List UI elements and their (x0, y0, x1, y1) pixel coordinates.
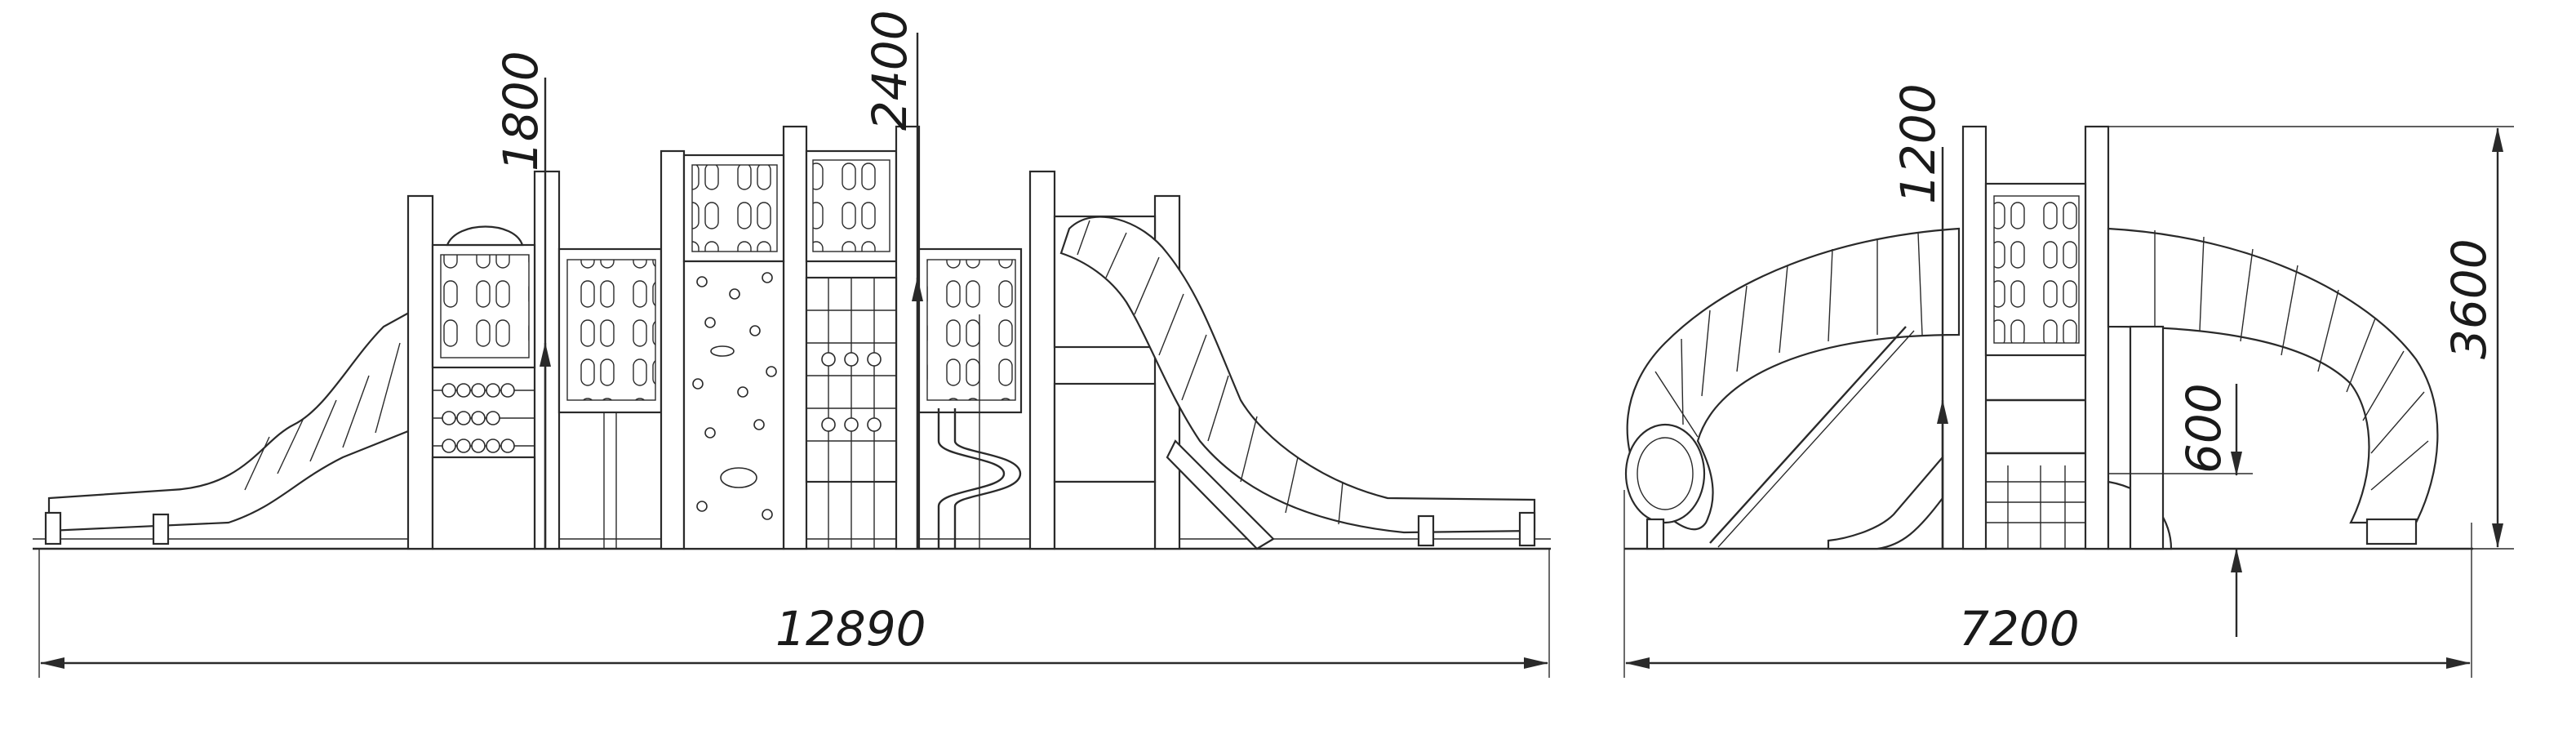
side-left-slide (1624, 227, 1961, 550)
side-ladder (1986, 465, 2085, 549)
bead-rows (433, 383, 535, 453)
front-right-slide (1059, 216, 1536, 550)
dim-side-600: 600 (2176, 383, 2232, 474)
dim-side-1200: 1200 (1890, 83, 1946, 204)
dim-front-12890: 12890 (775, 601, 926, 657)
side-dim-3600-lines (2108, 126, 2514, 550)
dim-front-1800: 1800 (493, 51, 549, 171)
front-width-dim (38, 549, 1550, 678)
front-panel-b (917, 247, 1023, 549)
front-left-slide (44, 307, 426, 545)
dim-side-3600: 3600 (2441, 238, 2497, 359)
central-net (806, 278, 896, 549)
front-left-tower (406, 170, 561, 550)
front-central-tower (805, 125, 921, 550)
front-view: 1800 2400 12890 (33, 10, 1551, 678)
climbing-holds (692, 272, 777, 520)
side-dim-600-lines (2108, 384, 2253, 637)
side-view: 1200 600 3600 7200 (1623, 83, 2514, 678)
dim-front-2400: 2400 (862, 10, 917, 131)
dim-side-7200: 7200 (1959, 601, 2080, 657)
side-width-dim (1623, 490, 2472, 678)
front-height-dims (540, 33, 923, 549)
side-right-slide (2107, 227, 2439, 550)
front-panel-a (557, 247, 663, 549)
side-tower (1827, 125, 2173, 550)
front-climbing-tower (660, 125, 808, 550)
